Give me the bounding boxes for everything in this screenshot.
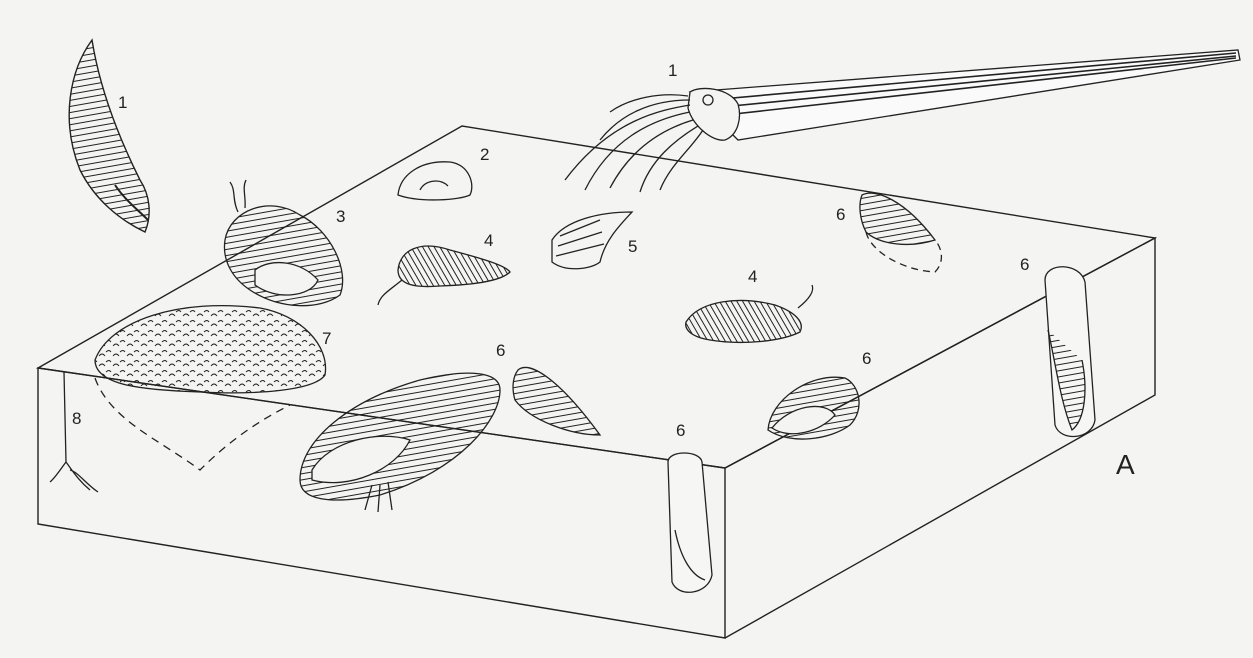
label-8: 8 (72, 409, 81, 428)
bivalve-6a (860, 193, 942, 272)
label-6b: 6 (1020, 255, 1029, 274)
trilobite-3 (224, 180, 342, 306)
label-6d: 6 (862, 349, 871, 368)
trace-fossil-8 (50, 372, 98, 492)
crustacean-5 (552, 212, 632, 269)
trilobite-4b (686, 285, 813, 342)
bivalve-6c (300, 373, 500, 512)
block-top-face (38, 126, 1155, 468)
label-4b: 4 (748, 267, 757, 286)
trilobite-4a (378, 246, 510, 305)
label-1-left: 1 (118, 93, 127, 112)
bivalve-6f (768, 377, 859, 439)
label-7: 7 (322, 329, 331, 348)
label-3: 3 (336, 207, 345, 226)
bivalve-6e (668, 453, 712, 592)
label-4a: 4 (484, 231, 493, 250)
bivalve-6d (513, 368, 600, 435)
panel-letter: A (1116, 449, 1135, 480)
microbial-mat-7 (95, 306, 326, 470)
label-6e: 6 (676, 421, 685, 440)
label-2: 2 (480, 145, 489, 164)
label-6c: 6 (496, 341, 505, 360)
bivalve-6b (1045, 267, 1095, 437)
shell-outline-2 (398, 162, 472, 200)
orthocone-shell-1 (69, 40, 149, 232)
label-5: 5 (628, 237, 637, 256)
cephalopod-1 (565, 50, 1240, 192)
label-6a: 6 (836, 205, 845, 224)
label-1-top: 1 (668, 61, 677, 80)
